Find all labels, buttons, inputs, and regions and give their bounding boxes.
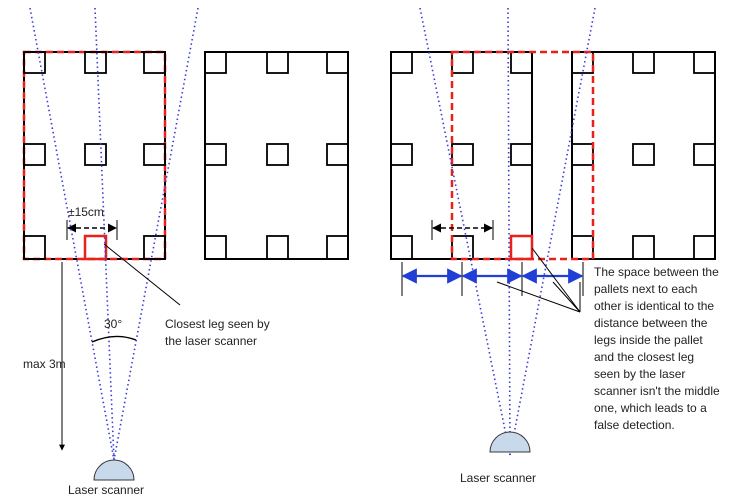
closest-leg-pointer xyxy=(103,243,181,306)
angle-arc xyxy=(91,335,137,343)
explanation-line-6: and the closest leg xyxy=(594,350,694,364)
explanation-line-7: seen by the laser xyxy=(594,367,685,381)
explanation-line-2: pallets next to each xyxy=(594,282,697,296)
pallet-legs xyxy=(23,51,166,260)
laser-scanner-left-label: Laser scanner xyxy=(68,483,144,497)
explanation-pointers xyxy=(496,247,581,313)
explanation-line-8: scanner isn't the middle xyxy=(594,384,720,398)
explanation-line-1: The space between the xyxy=(594,265,719,279)
max-range-dimension: max 3m xyxy=(23,262,66,451)
pallet-right-2 xyxy=(571,51,716,260)
angle-label: 30° xyxy=(104,317,122,331)
left-scene: ±15cm 30° Closest leg seen by the laser … xyxy=(22,7,349,497)
closest-leg-highlight xyxy=(83,234,108,261)
laser-scanner-left-icon xyxy=(93,459,135,481)
explanation-line-3: other is identical to the xyxy=(594,299,714,313)
explanation-line-4: distance between the xyxy=(594,316,708,330)
explanation-line-5: legs inside the pallet xyxy=(594,333,703,347)
tolerance-label: ±15cm xyxy=(68,205,104,219)
pallet-left-scanned xyxy=(22,50,167,261)
tolerance-dimension: ±15cm xyxy=(66,205,118,240)
false-closest-leg-highlight xyxy=(509,234,534,261)
explanation-line-10: false detection. xyxy=(594,418,675,432)
laser-scanner-right-icon xyxy=(489,431,531,453)
right-scene: The space between the pallets next to ea… xyxy=(390,7,720,485)
explanation-line-9: one, which leads to a xyxy=(594,401,707,415)
max-range-label: max 3m xyxy=(23,357,66,371)
closest-leg-label-2: the laser scanner xyxy=(165,334,257,348)
scan-beams-right xyxy=(419,7,596,456)
scan-beams-left xyxy=(29,7,199,461)
closest-leg-label-1: Closest leg seen by xyxy=(165,317,270,331)
laser-scanner-right-label: Laser scanner xyxy=(460,471,536,485)
tolerance-dimension-right xyxy=(431,220,494,240)
pallet-left-plain xyxy=(204,51,349,260)
